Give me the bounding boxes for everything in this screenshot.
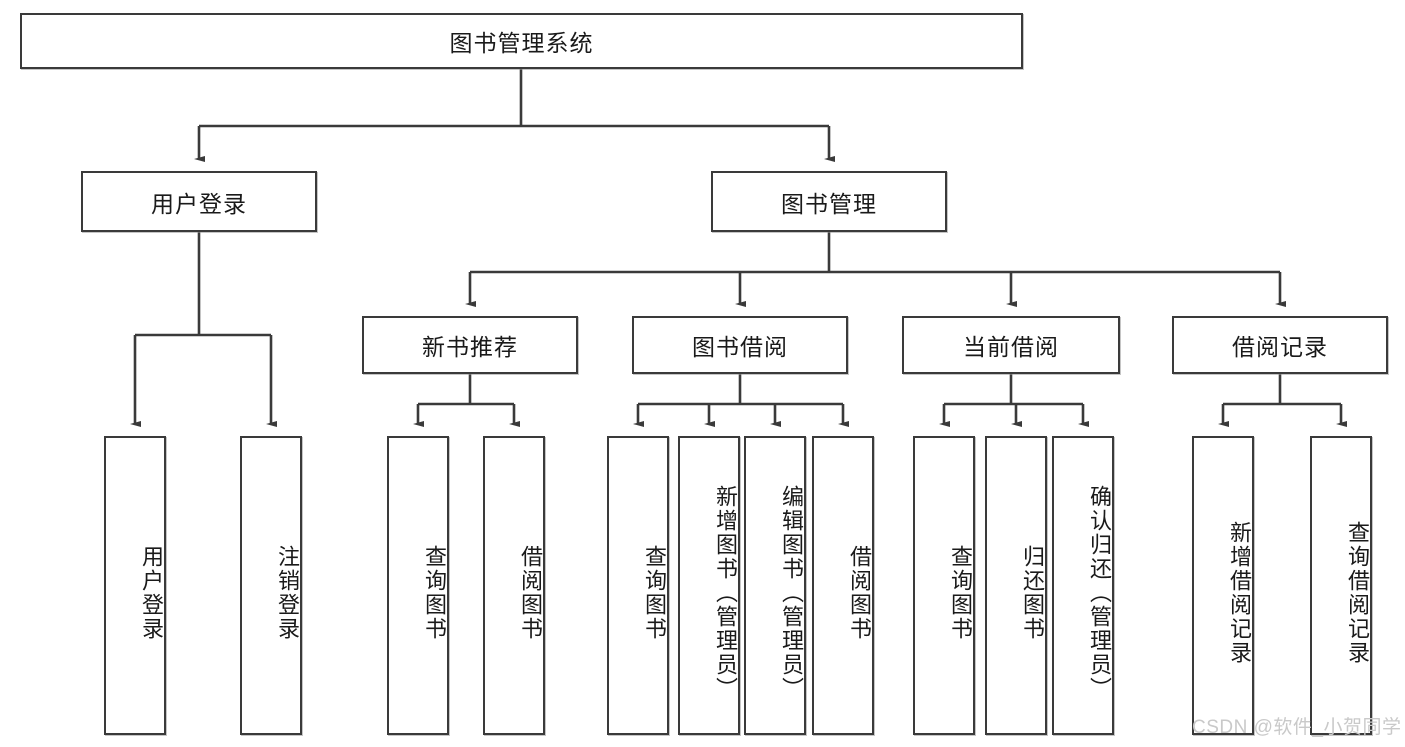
node-book-manage[interactable]: 图书管理 — [711, 171, 947, 232]
node-label: 借阅图书 — [847, 544, 872, 641]
node-label: 借阅图书 — [518, 544, 543, 641]
node-label: 借阅记录 — [1232, 334, 1328, 360]
node-label: 编辑图书（管理员） — [779, 484, 804, 701]
node-label: 新增借阅记录 — [1227, 520, 1252, 665]
node-leaf-user-login[interactable]: 用户登录 — [104, 436, 166, 735]
node-leaf-add-book[interactable]: 新增图书（管理员） — [678, 436, 740, 735]
node-leaf-borrow-book-recommend[interactable]: 借阅图书 — [483, 436, 545, 735]
node-label: 查询借阅记录 — [1345, 520, 1370, 665]
node-label: 确认归还（管理员） — [1087, 484, 1112, 701]
node-leaf-query-borrow-record[interactable]: 查询借阅记录 — [1310, 436, 1372, 735]
node-label: 图书管理 — [781, 190, 877, 217]
node-label: 归还图书 — [1020, 544, 1045, 641]
node-label: 图书管理系统 — [449, 30, 594, 56]
node-label: 新书推荐 — [422, 334, 518, 360]
node-label: 查询图书 — [642, 544, 667, 641]
node-new-book-recommend[interactable]: 新书推荐 — [362, 316, 578, 374]
node-leaf-query-book-current[interactable]: 查询图书 — [913, 436, 975, 735]
node-user-login[interactable]: 用户登录 — [81, 171, 317, 232]
node-label: 查询图书 — [948, 544, 973, 641]
node-leaf-query-book-borrow[interactable]: 查询图书 — [607, 436, 669, 735]
node-label: 当前借阅 — [963, 334, 1059, 360]
node-leaf-edit-book[interactable]: 编辑图书（管理员） — [744, 436, 806, 735]
node-current-borrow[interactable]: 当前借阅 — [902, 316, 1120, 374]
watermark-text: CSDN @软件_小贺同学 — [1192, 717, 1402, 738]
node-label: 用户登录 — [139, 544, 164, 641]
node-leaf-query-book-recommend[interactable]: 查询图书 — [387, 436, 449, 735]
node-label: 注销登录 — [275, 544, 300, 641]
node-label: 新增图书（管理员） — [713, 484, 738, 701]
node-label: 图书借阅 — [692, 334, 788, 360]
node-leaf-borrow-book[interactable]: 借阅图书 — [812, 436, 874, 735]
node-borrow-record[interactable]: 借阅记录 — [1172, 316, 1388, 374]
node-leaf-confirm-return[interactable]: 确认归还（管理员） — [1052, 436, 1114, 735]
node-leaf-return-book[interactable]: 归还图书 — [985, 436, 1047, 735]
node-label: 查询图书 — [422, 544, 447, 641]
node-book-borrow[interactable]: 图书借阅 — [632, 316, 848, 374]
node-leaf-user-logout[interactable]: 注销登录 — [240, 436, 302, 735]
node-leaf-add-borrow-record[interactable]: 新增借阅记录 — [1192, 436, 1254, 735]
node-root-system[interactable]: 图书管理系统 — [20, 13, 1023, 69]
node-label: 用户登录 — [151, 190, 247, 217]
